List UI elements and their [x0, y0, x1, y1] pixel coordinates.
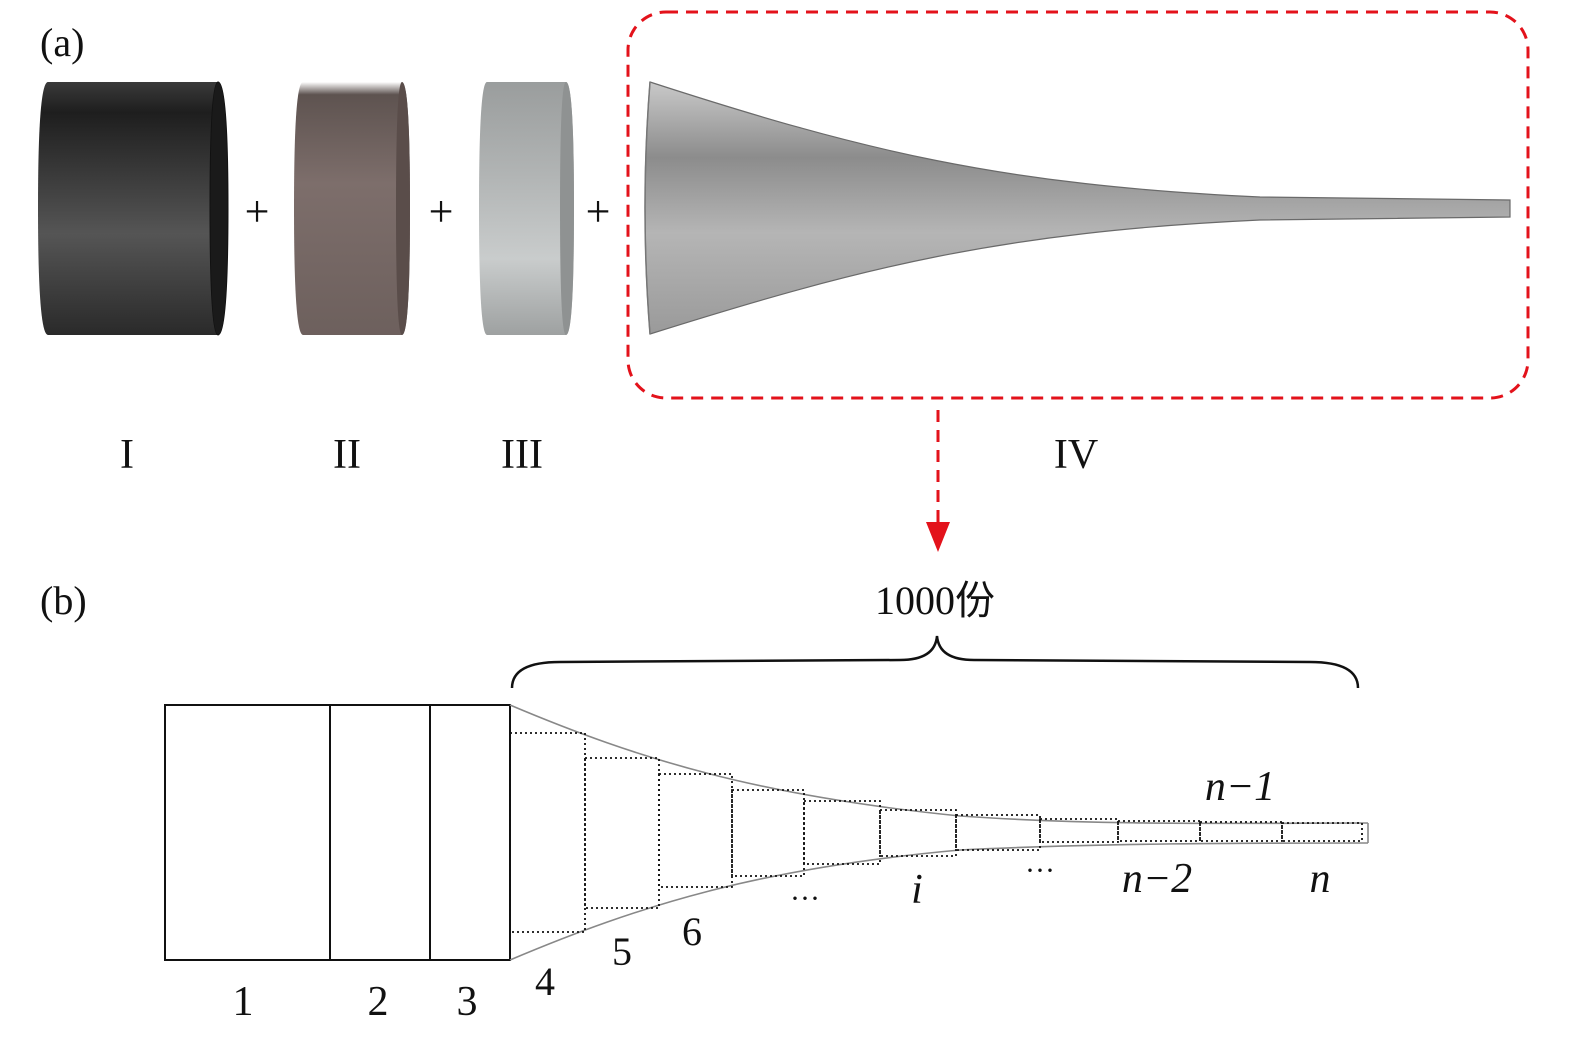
horn-outline: [509, 704, 1369, 961]
discretize-arrow: [926, 410, 950, 552]
part-iii-disc: [479, 82, 574, 335]
panel-b-tag: (b): [40, 578, 87, 623]
segment-label-n-minus-1: n−1: [1205, 764, 1275, 810]
part-label-ii: II: [333, 432, 361, 478]
plus-sign-1: +: [245, 187, 270, 236]
part-ii-disc: [294, 82, 410, 335]
plus-sign-3: +: [586, 187, 611, 236]
part-label-iii: III: [501, 432, 543, 478]
ellipsis-left: ···: [790, 882, 820, 915]
segment-label-5: 5: [612, 929, 632, 974]
block-label-2: 2: [368, 979, 389, 1025]
panel-a-tag: (a): [40, 20, 84, 65]
segment-label-4: 4: [535, 959, 555, 1004]
horn-segments: [509, 732, 1363, 933]
segment-label-i: i: [911, 867, 923, 913]
segment-label-n-minus-2: n−2: [1122, 856, 1192, 902]
part-i-cylinder: [38, 81, 229, 336]
plus-sign-2: +: [429, 187, 454, 236]
segment-label-n: n: [1310, 856, 1331, 902]
ellipsis-right: ···: [1025, 854, 1055, 887]
block-label-3: 3: [457, 979, 478, 1025]
block-label-1: 1: [233, 979, 254, 1025]
horn-highlight-box: [626, 10, 1530, 400]
part-label-i: I: [120, 432, 134, 478]
brace-label: 1000份: [875, 578, 995, 623]
solid-blocks: [164, 704, 511, 961]
segment-label-6: 6: [682, 909, 702, 954]
part-label-iv: IV: [1054, 432, 1098, 478]
curly-brace: [510, 635, 1360, 689]
part-iv-horn: [644, 81, 1511, 335]
